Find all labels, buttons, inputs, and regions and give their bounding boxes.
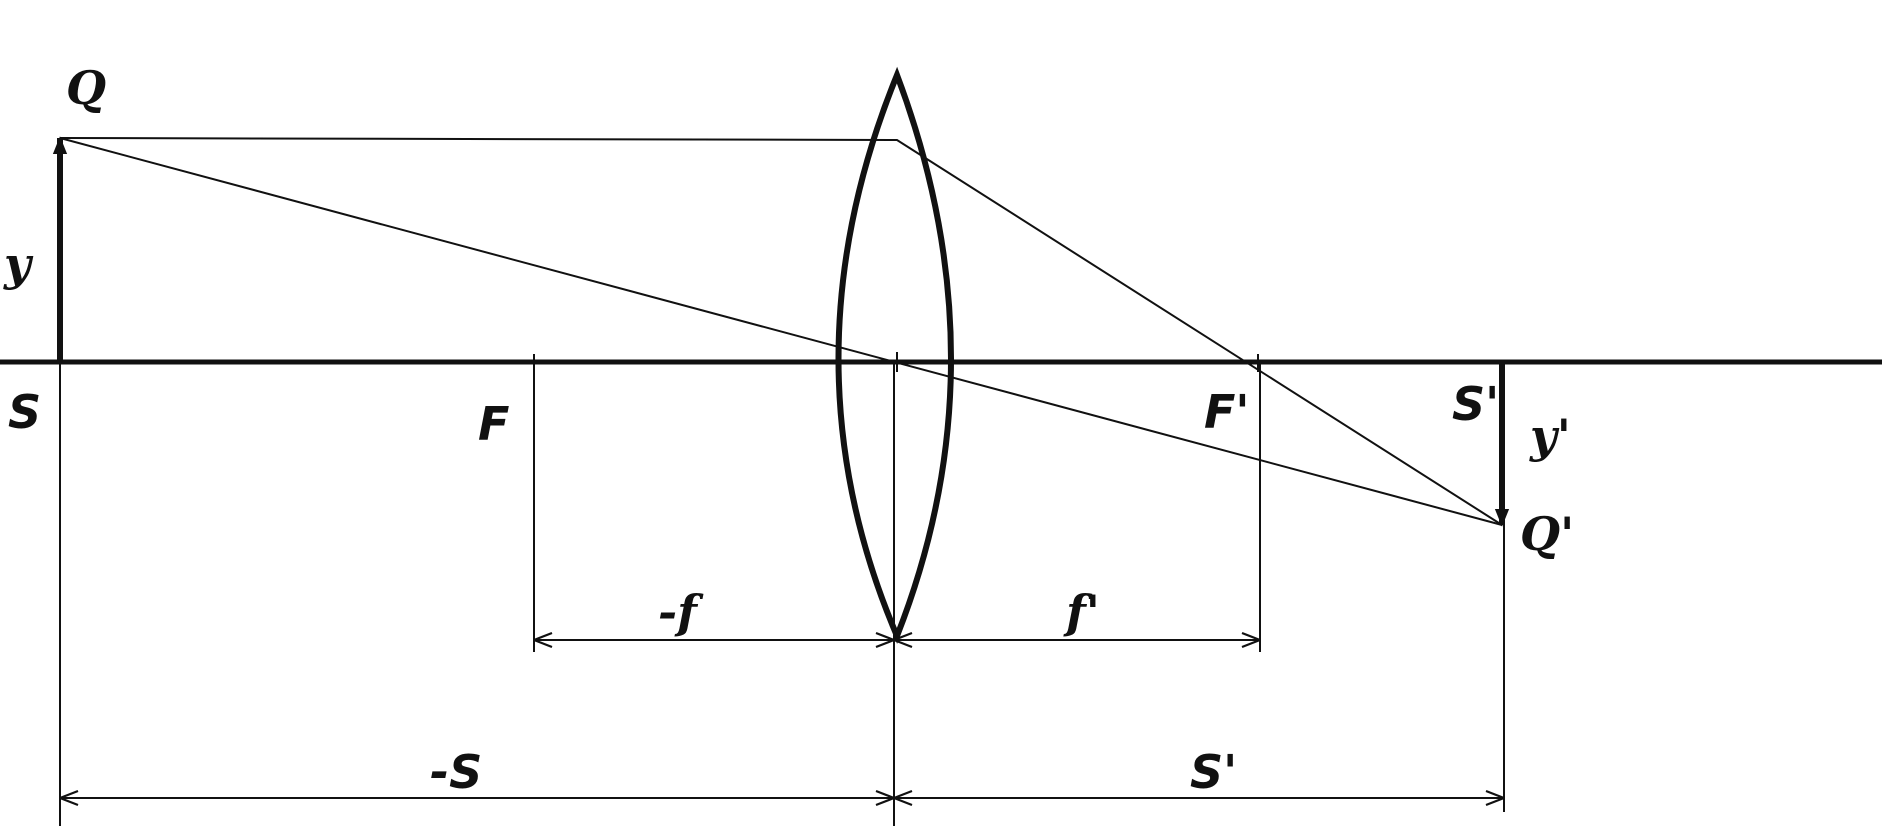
chief-ray xyxy=(59,137,1503,526)
parallel-ray xyxy=(59,137,1503,526)
label-object-base: S xyxy=(8,385,41,439)
label-back-focus: F' xyxy=(1204,385,1250,439)
label-back-focal-length: f' xyxy=(1063,585,1100,639)
label-front-focus: F xyxy=(478,397,509,451)
label-image-height: y' xyxy=(1529,409,1571,463)
label-object-distance: -S xyxy=(430,745,482,799)
label-object-height: y xyxy=(3,237,34,291)
label-image-point: Q' xyxy=(1520,507,1574,561)
label-image-distance: S' xyxy=(1190,745,1237,799)
label-object-point: Q xyxy=(66,61,106,115)
label-front-focal-length: -f xyxy=(658,585,704,639)
label-image-base: S' xyxy=(1452,377,1499,431)
